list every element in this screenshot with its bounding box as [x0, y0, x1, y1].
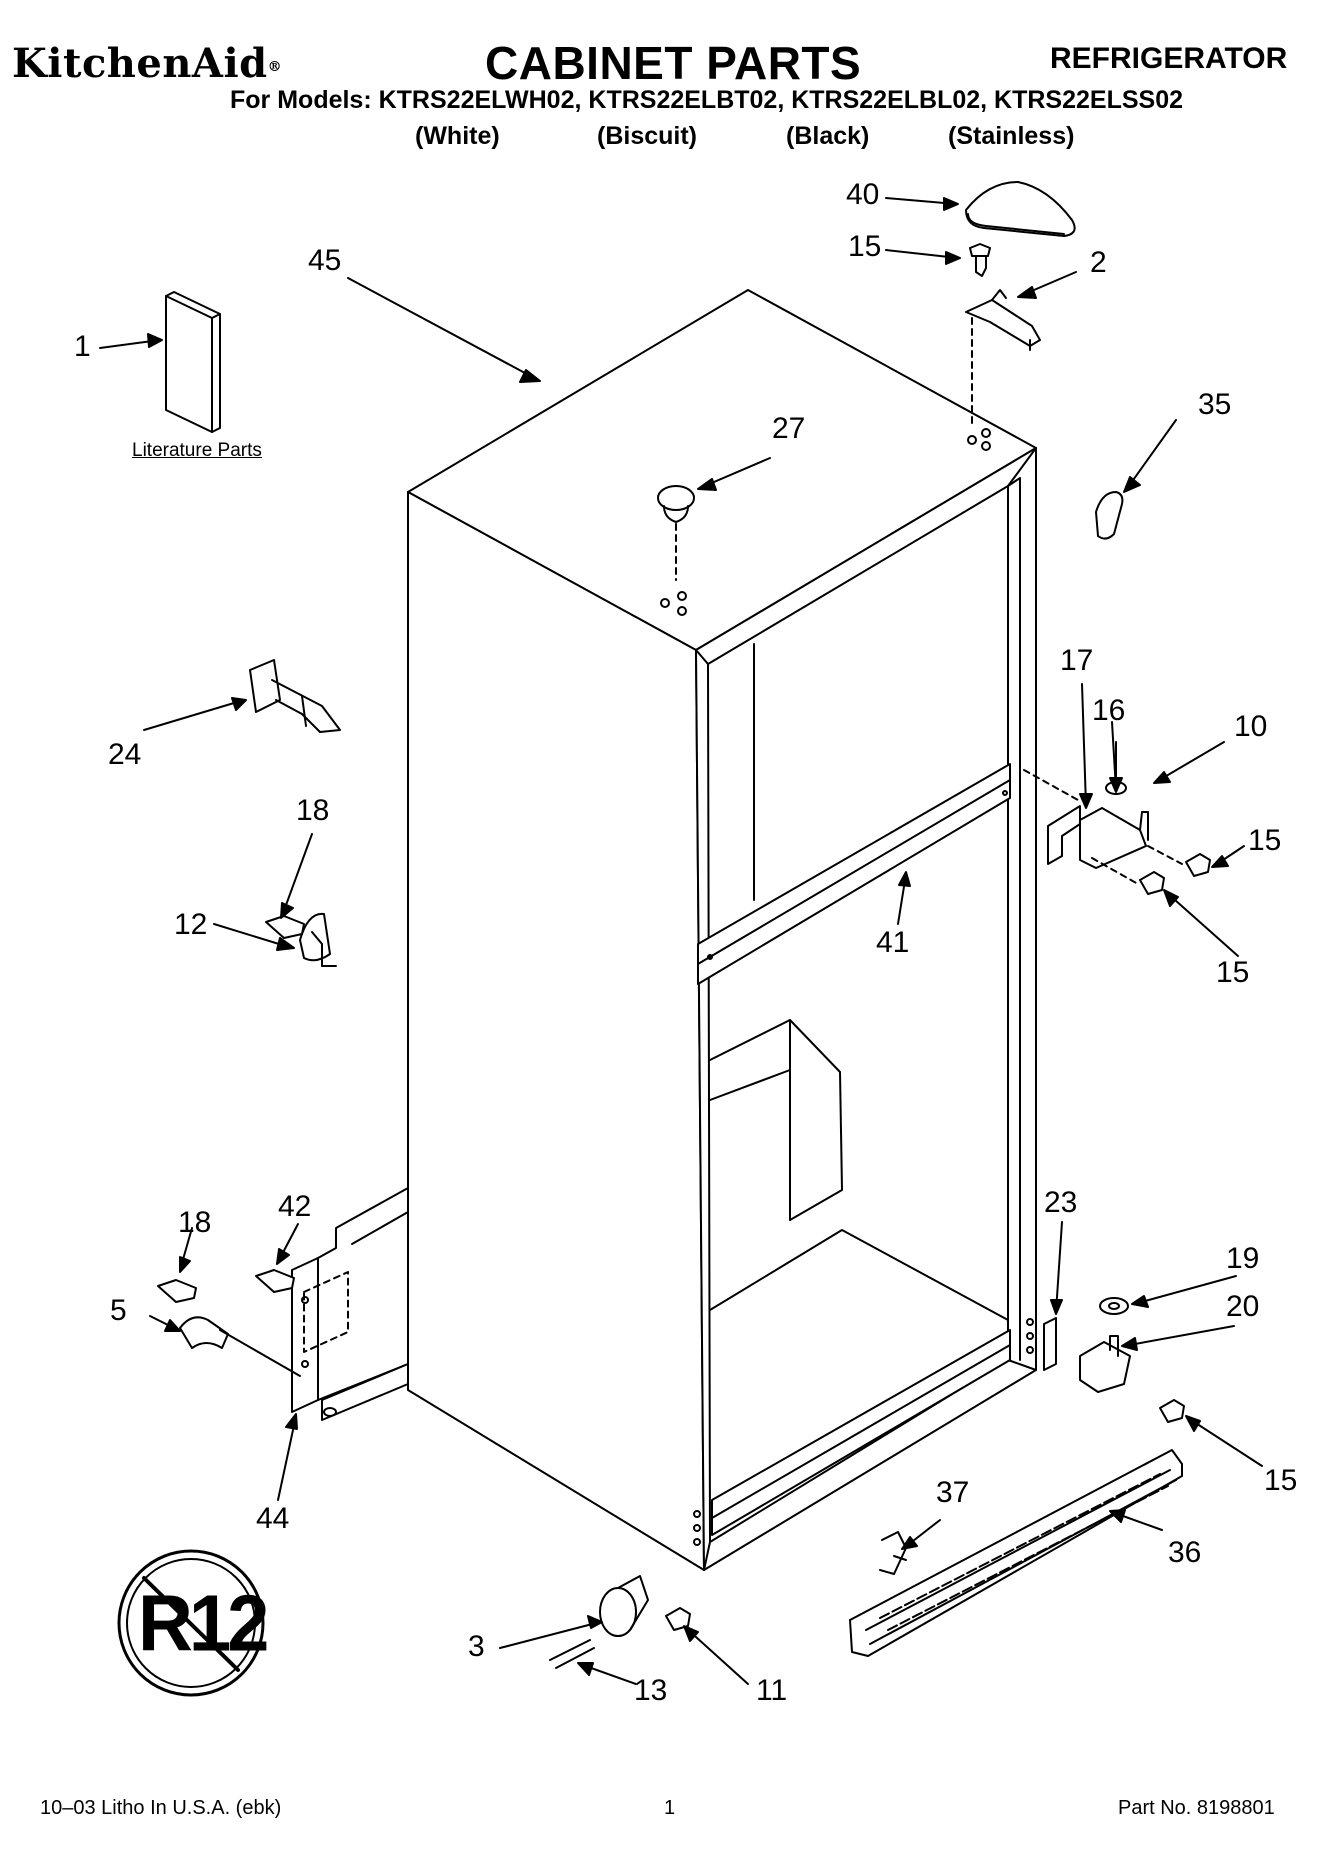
no-r12-badge-text: R12 — [138, 1578, 269, 1669]
footer-page-number: 1 — [664, 1797, 676, 1819]
callout-36: 36 — [1168, 1536, 1202, 1569]
callout-17: 17 — [1060, 644, 1094, 677]
center-hinge-drawing — [1023, 741, 1211, 895]
color-stainless: (Stainless) — [948, 122, 1075, 150]
callout-5: 5 — [110, 1294, 127, 1327]
literature-booklet-drawing — [165, 291, 221, 433]
side-bracket-drawing — [291, 1187, 409, 1421]
callout-23: 23 — [1044, 1186, 1078, 1219]
literature-parts-label: Literature Parts — [132, 440, 262, 461]
callout-45: 45 — [308, 244, 342, 277]
footer-litho: 10–03 Litho In U.S.A. (ebk) — [40, 1797, 282, 1819]
color-black: (Black) — [786, 122, 870, 150]
callout-11: 11 — [756, 1674, 788, 1707]
bottom-hinge-drawing — [1043, 1297, 1185, 1423]
callout-20: 20 — [1226, 1290, 1260, 1323]
footer-part-number: Part No. 8198801 — [1118, 1797, 1275, 1819]
callout-35: 35 — [1198, 388, 1232, 421]
page-title: CABINET PARTS — [485, 37, 862, 89]
cord-clip-drawing — [157, 1269, 301, 1377]
color-biscuit: (Biscuit) — [597, 122, 697, 150]
callout-3: 3 — [468, 1630, 485, 1663]
roller-assembly-drawing — [549, 1575, 691, 1669]
callout-15-mid-right: 15 — [1248, 824, 1282, 857]
top-plug-drawing — [657, 485, 695, 581]
no-r12-badge — [117, 1549, 265, 1697]
callout-42: 42 — [278, 1190, 312, 1223]
callout-18-lower: 18 — [178, 1206, 212, 1239]
brand-logo: KitchenAid® — [12, 40, 283, 87]
callout-10: 10 — [1234, 710, 1268, 743]
toe-grille-drawing — [849, 1449, 1183, 1657]
callout-37: 37 — [936, 1476, 970, 1509]
callout-40: 40 — [846, 178, 880, 211]
callout-27: 27 — [772, 412, 806, 445]
callout-18-upper: 18 — [296, 794, 330, 827]
leader-arrows — [99, 197, 1263, 1685]
callout-16: 16 — [1092, 694, 1126, 727]
callout-15-bottom: 15 — [1264, 1464, 1298, 1497]
door-stop-drawing — [265, 912, 337, 967]
callout-2: 2 — [1090, 246, 1107, 279]
callout-19: 19 — [1226, 1242, 1260, 1275]
cabinet-drawing — [407, 289, 1037, 1571]
models-line: For Models: KTRS22ELWH02, KTRS22ELBT02, … — [230, 86, 1184, 114]
callout-1: 1 — [74, 330, 91, 363]
callout-12: 12 — [174, 908, 208, 941]
callout-15-mid-lower: 15 — [1216, 956, 1250, 989]
callout-13: 13 — [634, 1674, 668, 1707]
color-white: (White) — [415, 122, 500, 150]
callout-15-top: 15 — [848, 230, 882, 263]
callout-44: 44 — [256, 1502, 290, 1535]
door-pin-drawing — [249, 659, 341, 733]
callout-24: 24 — [108, 738, 142, 771]
product-type: REFRIGERATOR — [1050, 42, 1288, 75]
callout-41: 41 — [876, 926, 910, 959]
top-hinge-drawing — [965, 181, 1124, 540]
